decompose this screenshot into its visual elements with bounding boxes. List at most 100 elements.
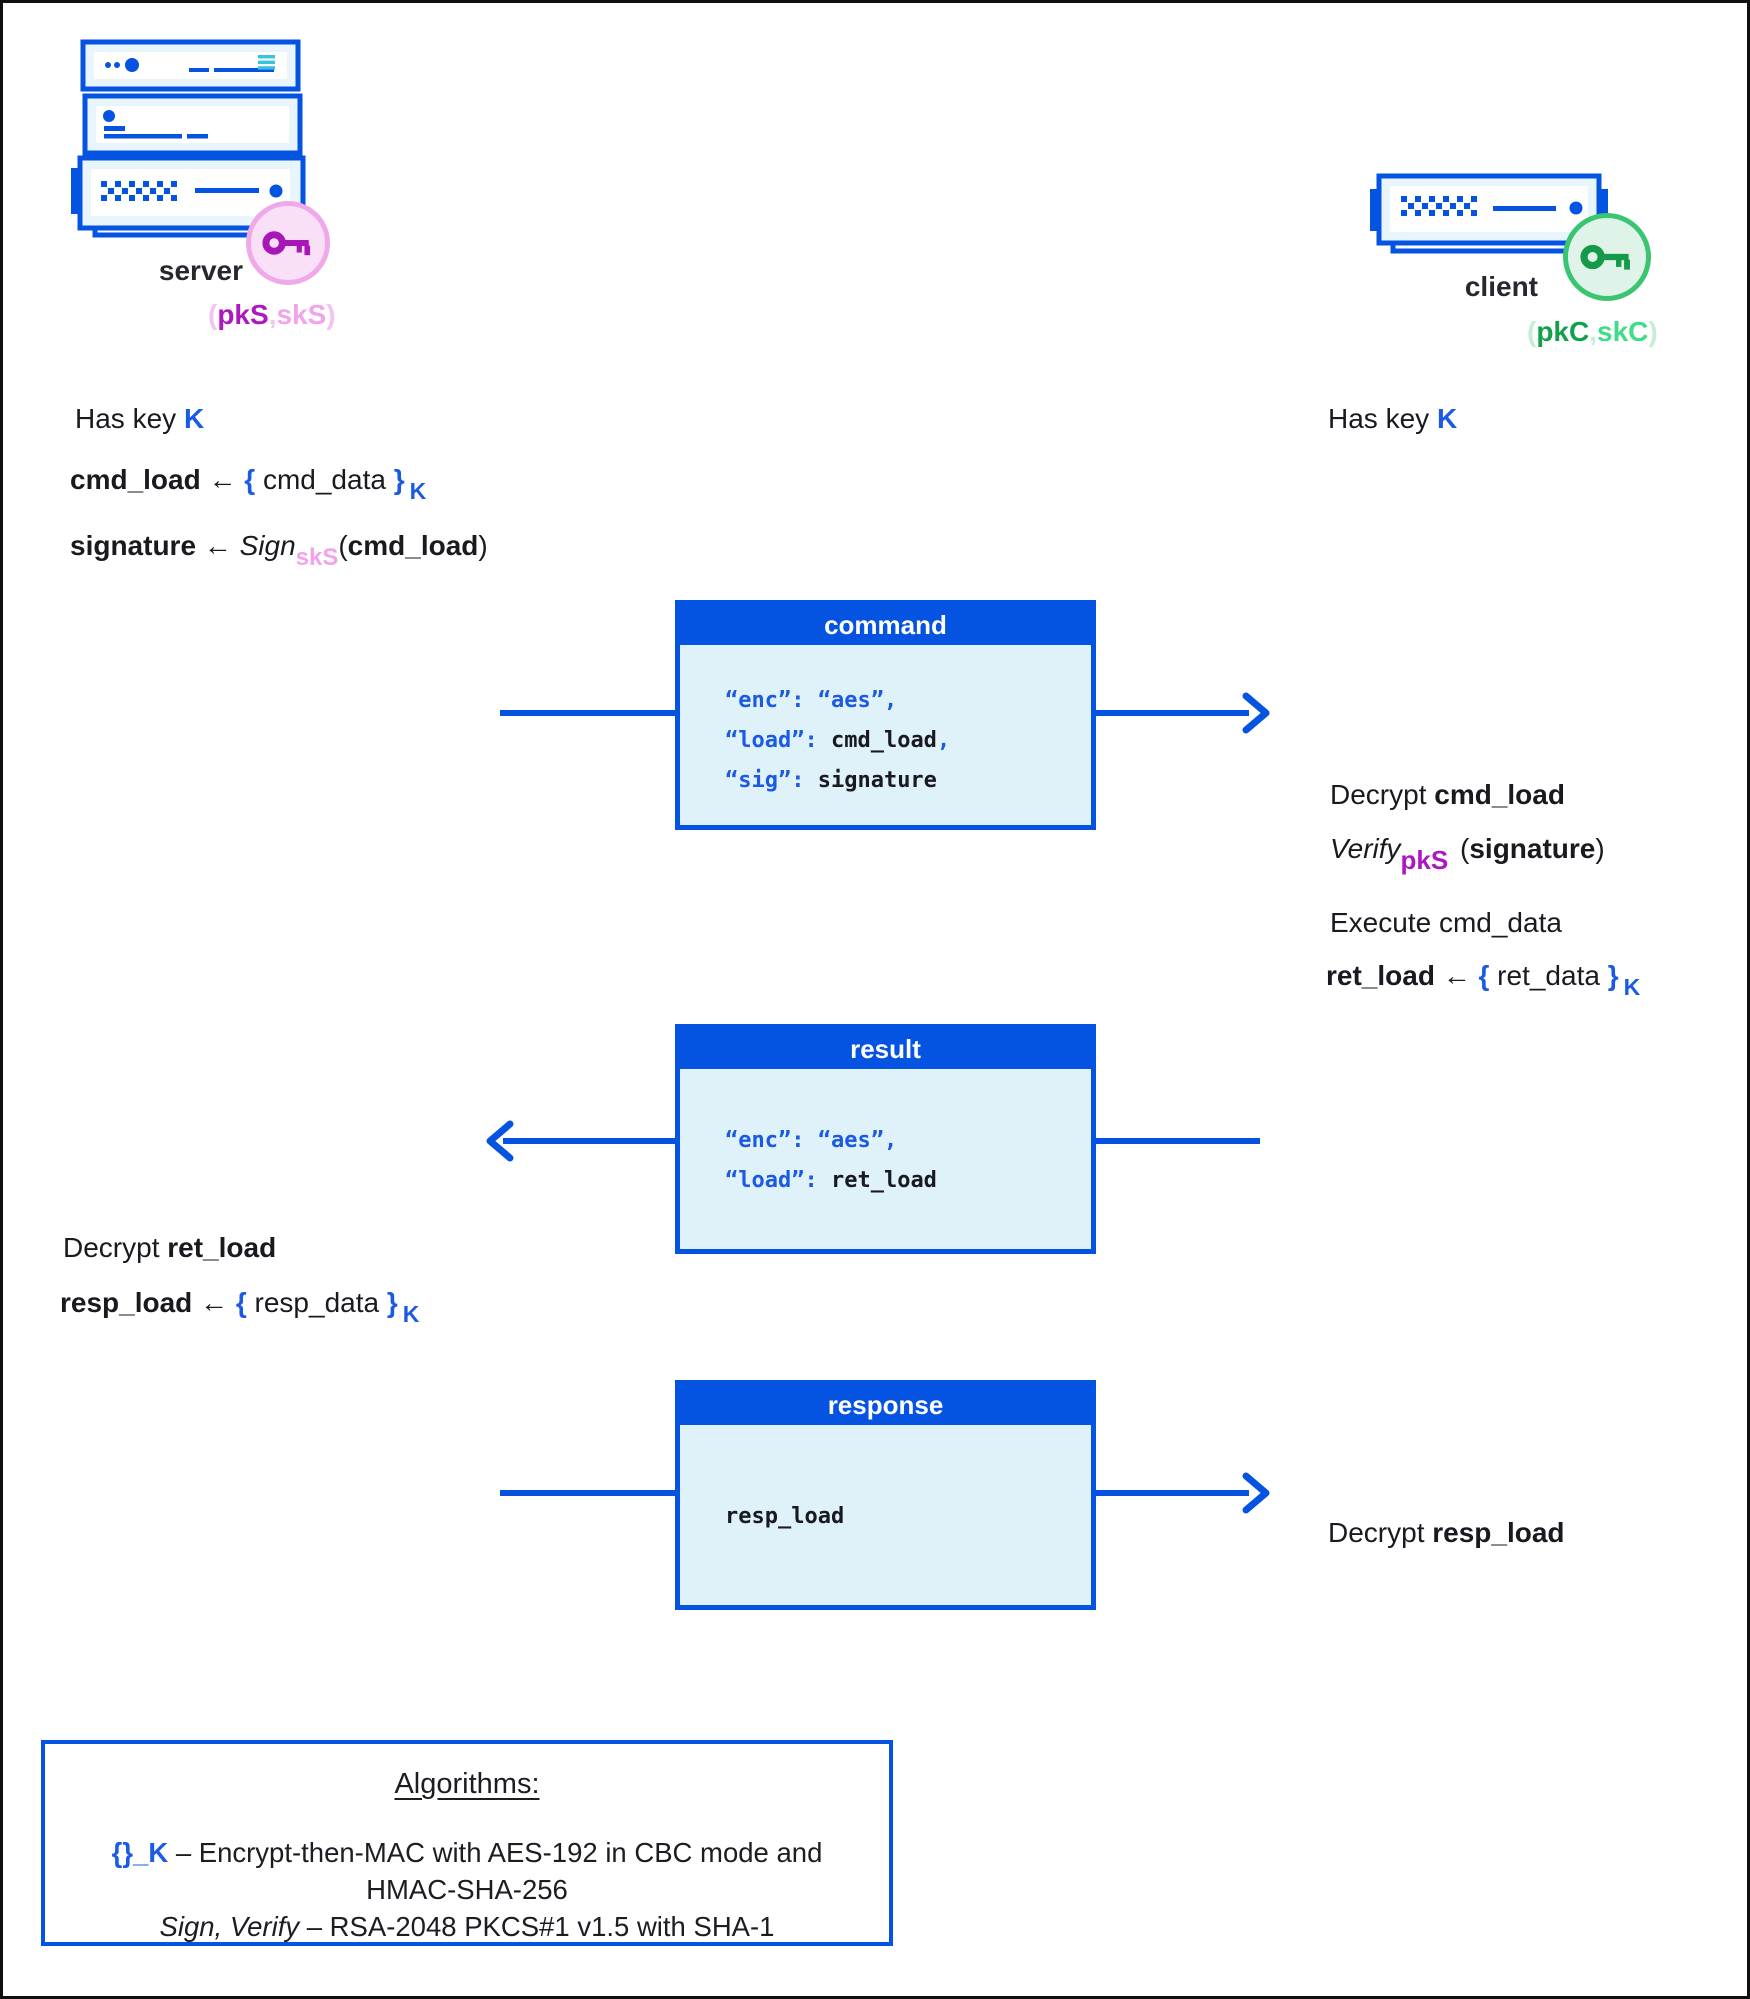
enc-brace: } — [1607, 960, 1619, 991]
var: cmd_load — [70, 464, 201, 495]
text: Has key — [75, 403, 184, 434]
response-arrow-line — [1096, 1490, 1249, 1496]
assign-arrow: ← — [1434, 960, 1479, 991]
key-glyph — [1580, 244, 1630, 270]
json-value: resp_load — [725, 1504, 845, 1529]
text: Decrypt — [1330, 779, 1435, 810]
key-subscript: pkS — [1400, 844, 1449, 875]
key-subscript: skS — [295, 544, 339, 572]
arg: signature — [1469, 833, 1596, 864]
code-line: “enc”: “aes”, — [725, 1121, 1091, 1161]
message-title: response — [680, 1385, 1091, 1425]
comma: , — [936, 728, 951, 753]
json-value: signature — [817, 768, 937, 793]
server-key-icon — [246, 201, 330, 285]
algorithms-legend: Algorithms: {}_K – Encrypt-then-MAC with… — [41, 1740, 893, 1946]
arg: ret_load — [167, 1232, 277, 1263]
json-key: “load”: — [725, 1168, 831, 1193]
verify-fn: Verify — [1330, 833, 1401, 864]
paren: ) — [326, 299, 336, 330]
command-arrow-line — [1096, 710, 1249, 716]
code-line: “enc”: “aes”, — [725, 681, 1091, 721]
var: ret_load — [1326, 960, 1435, 991]
server-secret-key: skS — [276, 299, 327, 330]
plaintext: ret_data — [1489, 960, 1608, 991]
note-server-sign: signature ← SignskS(cmd_load) — [70, 530, 488, 572]
note-client-has-key: Has key K — [1328, 403, 1457, 435]
key-subscript: K — [402, 1301, 420, 1328]
code-line: “load”: ret_load — [725, 1161, 1091, 1201]
message-box-result: result “enc”: “aes”, “load”: ret_load — [675, 1024, 1096, 1254]
sign-verify-notation: Sign, Verify — [159, 1911, 300, 1942]
key-symbol: K — [183, 403, 205, 434]
comma: , — [268, 299, 277, 330]
var: resp_load — [60, 1287, 193, 1318]
json-key: “sig”: — [725, 768, 818, 793]
enc-brace: { — [244, 464, 256, 495]
result-arrow-line — [503, 1138, 675, 1144]
message-payload: “enc”: “aes”, “load”: ret_load — [680, 1069, 1091, 1201]
enc-brace: } — [386, 1287, 398, 1318]
code-line: “load”: cmd_load, — [725, 721, 1091, 761]
note-server-decrypt-ret: Decrypt ret_load — [63, 1232, 276, 1264]
enc-notation: {}_K — [111, 1837, 169, 1868]
enc-description-cont: HMAC-SHA-256 — [366, 1874, 568, 1905]
sign-fn: Sign — [239, 530, 296, 561]
code-line: “sig”: signature — [725, 761, 1091, 801]
note-client-decrypt-resp: Decrypt resp_load — [1328, 1517, 1565, 1549]
client-secret-key: skC — [1597, 316, 1649, 347]
paren: ( — [1452, 833, 1470, 864]
note-server-has-key: Has key K — [75, 403, 204, 435]
paren: ( — [208, 299, 218, 330]
code-line: resp_load — [725, 1497, 1091, 1537]
json-key: “load”: — [725, 728, 831, 753]
json-value: ret_load — [830, 1168, 937, 1193]
arg: cmd_load — [347, 530, 479, 561]
server-keypair: (pkS,skS) — [208, 299, 336, 331]
text: Decrypt — [63, 1232, 168, 1263]
note-client-decrypt-cmd: Decrypt cmd_load — [1330, 779, 1565, 811]
response-arrow-line — [500, 1490, 675, 1496]
enc-brace: } — [393, 464, 405, 495]
algorithms-text: {}_K – Encrypt-then-MAC with AES-192 in … — [45, 1834, 889, 1945]
client-public-key: pkC — [1536, 316, 1590, 347]
note-server-encrypt-cmd: cmd_load ← { cmd_data }K — [70, 464, 426, 505]
message-box-response: response resp_load — [675, 1380, 1096, 1610]
server-unit-icon — [1370, 173, 1608, 254]
paren: ( — [338, 530, 348, 561]
note-client-execute: Execute cmd_data — [1330, 907, 1562, 938]
plaintext: cmd_data — [255, 464, 394, 495]
var: signature — [70, 530, 197, 561]
message-payload: “enc”: “aes”, “load”: cmd_load, “sig”: s… — [680, 645, 1091, 801]
assign-arrow: ← — [196, 530, 240, 561]
note-server-encrypt-resp: resp_load ← { resp_data }K — [60, 1287, 419, 1328]
message-title: result — [680, 1029, 1091, 1069]
json-value: cmd_load — [830, 728, 937, 753]
message-payload: resp_load — [680, 1425, 1091, 1537]
arrow-right-icon — [1242, 1472, 1270, 1514]
key-glyph — [262, 231, 311, 256]
text: Decrypt — [1328, 1517, 1433, 1548]
command-arrow-line — [500, 710, 675, 716]
server-stack-icon — [71, 39, 306, 238]
assign-arrow: ← — [192, 1287, 236, 1318]
assign-arrow: ← — [200, 464, 245, 495]
enc-description: – Encrypt-then-MAC with AES-192 in CBC m… — [168, 1837, 823, 1868]
paren: ( — [1527, 316, 1537, 347]
paren: ) — [1595, 833, 1605, 864]
sign-description: – RSA-2048 PKCS#1 v1.5 with SHA-1 — [299, 1911, 775, 1942]
server-label: server — [158, 255, 243, 286]
arg: resp_load — [1432, 1517, 1565, 1548]
comma: , — [1589, 316, 1598, 347]
paren: ) — [1648, 316, 1658, 347]
paren: ) — [478, 530, 488, 561]
note-client-encrypt-ret: ret_load ← { ret_data }K — [1326, 960, 1640, 1001]
arg: cmd_load — [1434, 779, 1565, 810]
text: Has key — [1328, 403, 1437, 434]
enc-brace: { — [235, 1287, 247, 1318]
message-title: command — [680, 605, 1091, 645]
algorithms-title: Algorithms: — [394, 1768, 540, 1800]
message-box-command: command “enc”: “aes”, “load”: cmd_load, … — [675, 600, 1096, 830]
json-pair: “enc”: “aes”, — [725, 688, 898, 713]
